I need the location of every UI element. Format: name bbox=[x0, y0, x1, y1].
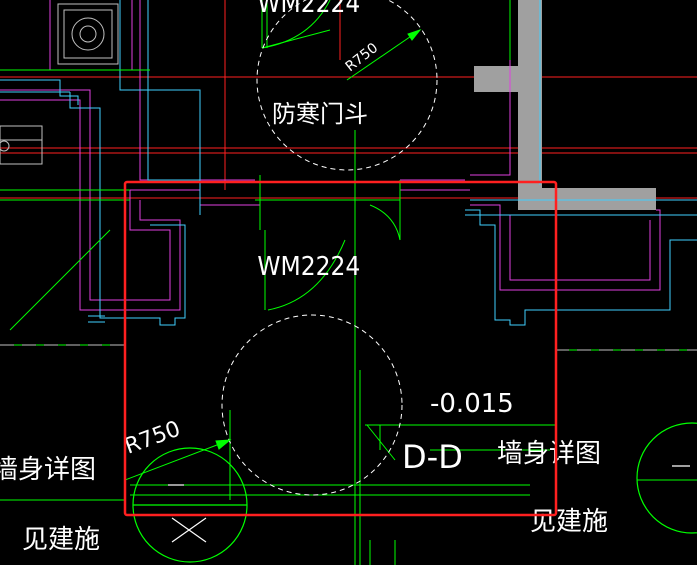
door-arcs bbox=[261, 0, 401, 311]
wall-detail-label-right: 墙身详图 bbox=[497, 439, 601, 469]
cyan-walls bbox=[0, 0, 697, 326]
gray-wall bbox=[474, 0, 656, 210]
elevation-label: -0.015 bbox=[430, 389, 514, 419]
equipment-box bbox=[0, 3, 119, 165]
shelter-door-label: 防寒门斗 bbox=[272, 100, 368, 128]
section-marker-circles bbox=[132, 422, 697, 563]
section-label: D-D bbox=[402, 438, 463, 476]
white-dashed-lines bbox=[0, 344, 697, 351]
highlight-box bbox=[123, 180, 558, 517]
door-label-top: WM2224 bbox=[257, 0, 360, 18]
dashed-circles bbox=[221, 0, 438, 496]
wall-detail-label-left: 墙身详图 bbox=[0, 455, 96, 485]
see-arch-label-right: 见建施 bbox=[530, 507, 608, 537]
door-label-mid: WM2224 bbox=[257, 251, 360, 281]
see-arch-label-left: 见建施 bbox=[22, 525, 100, 555]
section-marker-x bbox=[168, 465, 690, 543]
